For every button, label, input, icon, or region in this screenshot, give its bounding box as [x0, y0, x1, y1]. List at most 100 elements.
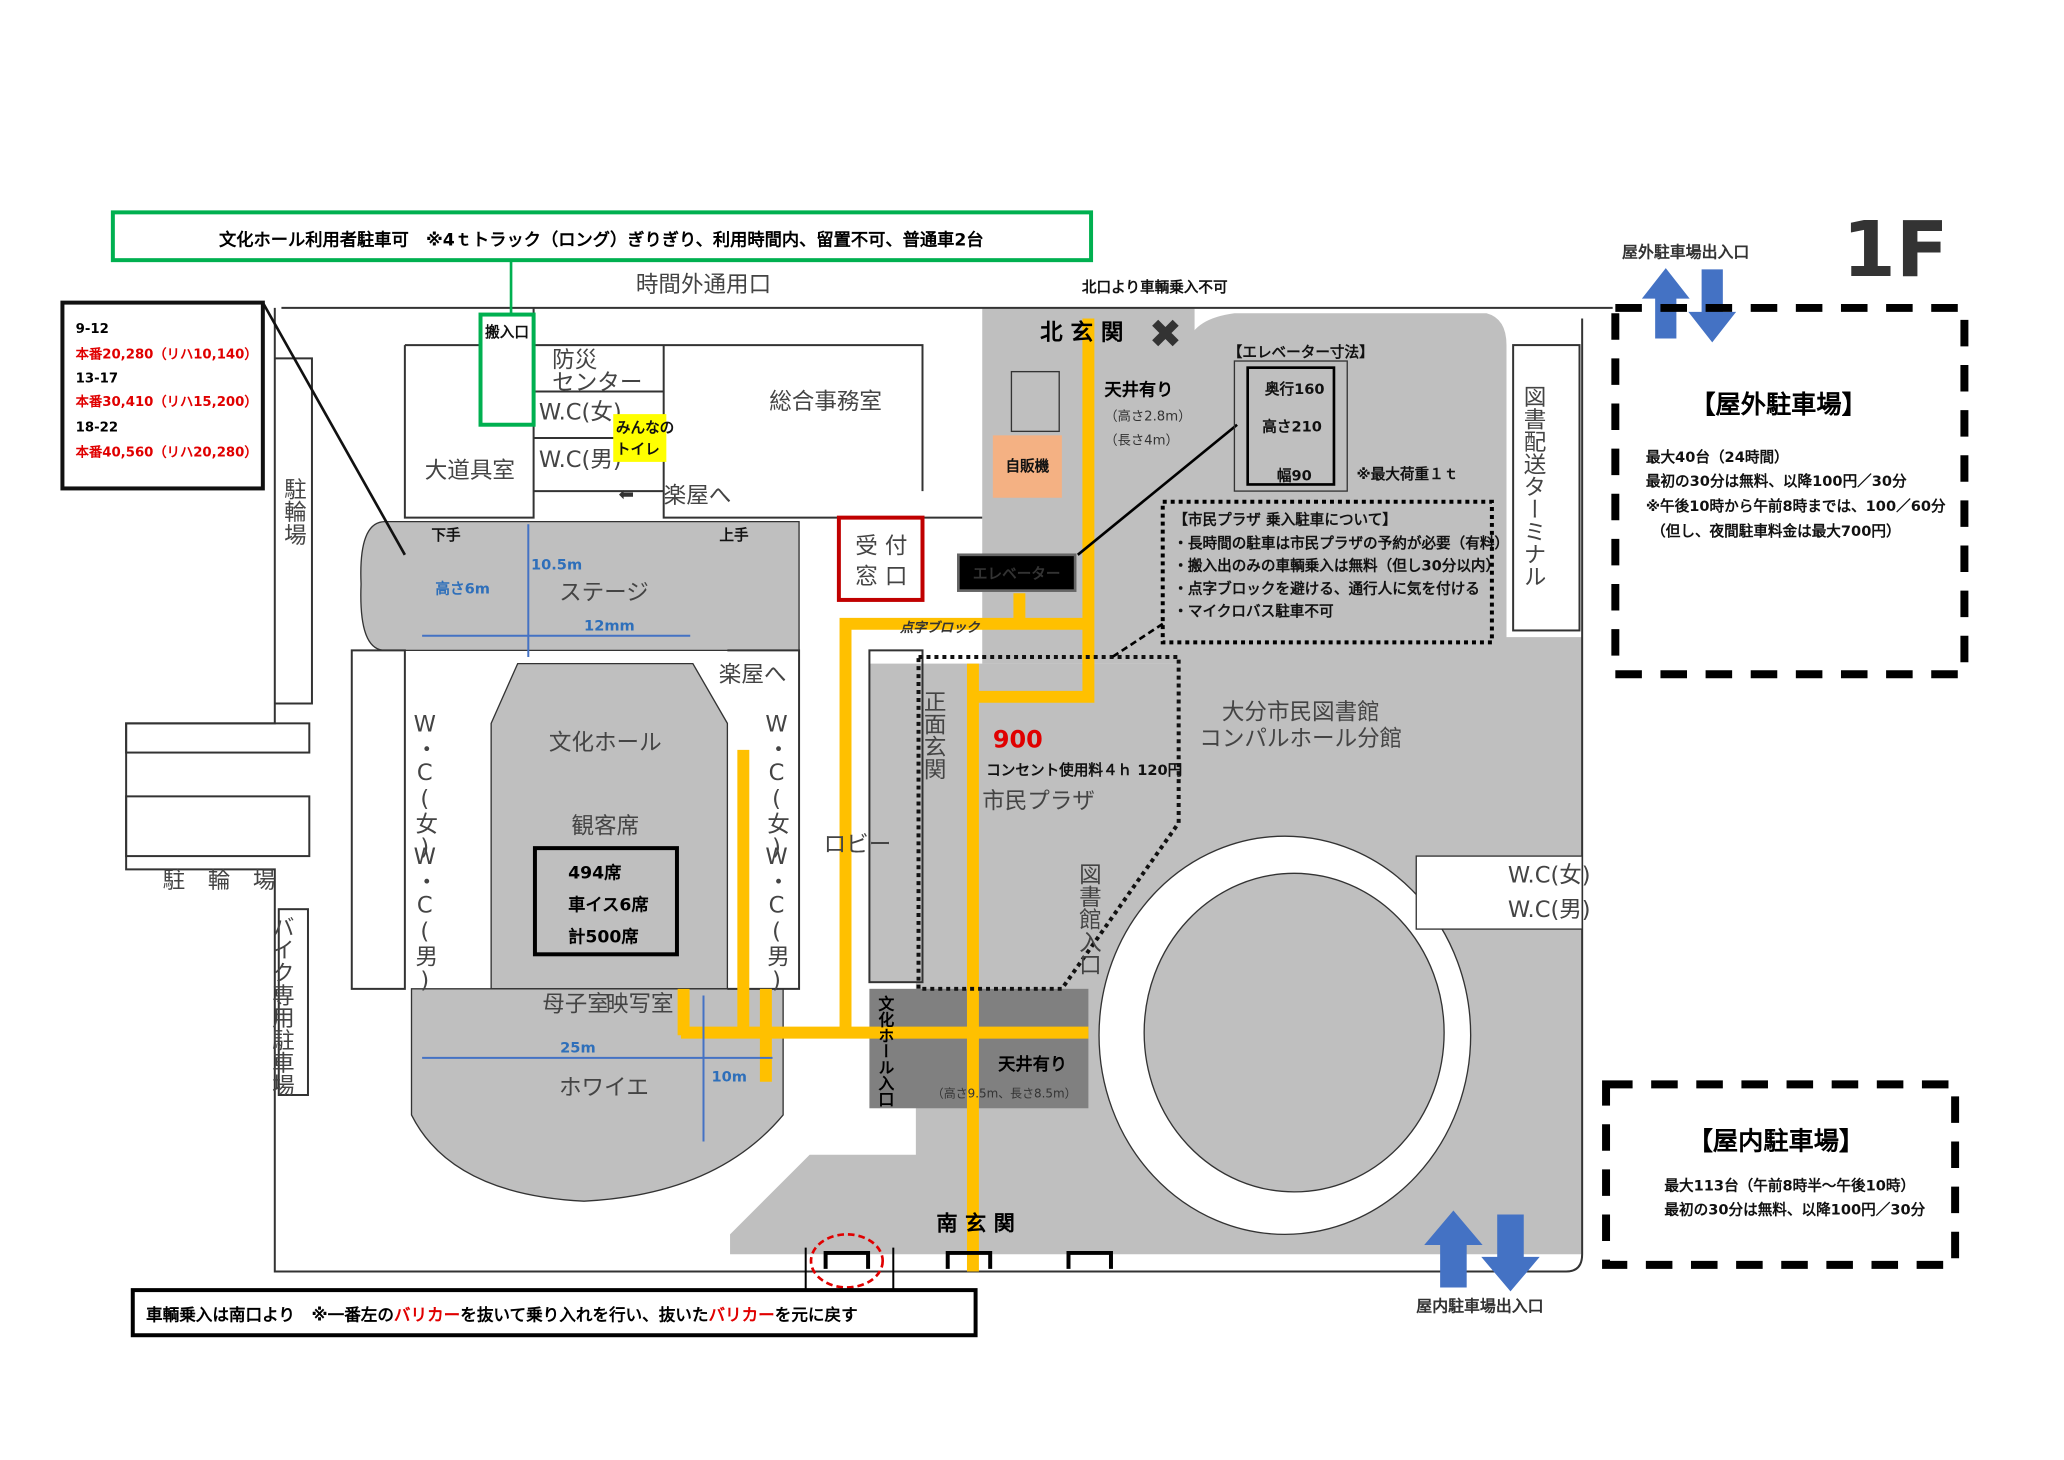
- pricing-box: [60, 300, 265, 491]
- entry-arrows: [804, 1247, 895, 1291]
- front-entrance-label: 正面玄関: [920, 690, 946, 781]
- hall-entrance-label: 文化ホール入口: [876, 994, 895, 1107]
- indoor-parking-entrance-label: 屋内駐車場出入口: [1416, 1296, 1543, 1315]
- everyone-toilet-highlight: [613, 414, 667, 462]
- reception-label: 窓 口: [855, 564, 907, 590]
- outdoor-parking-line: ※午後10時から午前8時までは、100／60分: [1646, 497, 1946, 515]
- foyer-label: ホワイエ: [559, 1075, 649, 1101]
- south-ceiling-size: （高さ9.5m、長さ8.5m）: [932, 1086, 1077, 1101]
- stage-dimension-lines: [422, 524, 691, 657]
- bike-rack-2: [125, 795, 311, 858]
- north-ceiling-height: （高さ2.8m）: [1104, 408, 1191, 425]
- pricing-time: 13-17: [76, 371, 118, 386]
- outlet-fee: コンセント使用料４ｈ 120円: [986, 761, 1182, 779]
- top-notice-text: 文化ホール利用者駐車可 ※4ｔトラック（ロング）ぎりぎり、利用時間内、留置不可、…: [219, 230, 984, 251]
- outdoor-parking-line: 最初の30分は無料、以降100円／30分: [1646, 472, 1907, 490]
- elevator-width: 幅90: [1277, 466, 1312, 484]
- hall-wc-male-right: W・C(男): [764, 844, 790, 993]
- motorbike-parking-label: バイク専用駐車場: [268, 916, 294, 1097]
- stage-label: ステージ: [559, 580, 649, 606]
- elevator-height: 高さ210: [1262, 417, 1322, 435]
- north-entrance-label: 北 玄 関: [1040, 319, 1123, 346]
- lobby-doors: [868, 649, 924, 984]
- plaza-note-item: ・点字ブロックを避ける、通行人に気を付ける: [1173, 579, 1479, 597]
- hall-label: 文化ホール: [549, 730, 662, 756]
- pricing-price: 本番40,560（リハ20,280）: [76, 444, 258, 461]
- braille-path: [677, 318, 1095, 1272]
- to-dressing-label: 楽屋へ: [664, 483, 732, 509]
- library-terminal-label: 図書配送ターミナル: [1520, 385, 1546, 588]
- seats-label: 観客席: [571, 814, 639, 840]
- floor-label: 1F: [1842, 206, 1948, 295]
- notice-part: を抜いて乗り入れを行い、抜いた: [460, 1305, 708, 1325]
- stairs-icon: [1010, 370, 1060, 433]
- braille-block-label: 点字ブロック: [899, 620, 981, 636]
- library-label: 大分市民図書館: [1222, 699, 1380, 725]
- north-no-vehicle-note: 北口より車輌乗入不可: [1082, 278, 1228, 296]
- reception-label: 受 付: [855, 533, 907, 559]
- down-arrow-icon: [1481, 1214, 1540, 1292]
- elevator-box: [957, 553, 1077, 592]
- bottom-notice-box: [130, 1288, 978, 1338]
- large-props-room-label: 大道具室: [425, 458, 515, 484]
- plaza-note-item: ・長時間の駐車は市民プラザの予約が必要（有料）: [1173, 534, 1509, 552]
- bottom-notice-text: 車輌乗入は南口より ※一番左のバリカーを抜いて乗り入れを行い、抜いたバリカーを元…: [146, 1305, 858, 1325]
- elevator-max-load: ※最大荷重１ｔ: [1357, 465, 1459, 483]
- stage-right-label: 上手: [719, 526, 749, 544]
- loading-entrance-label: 搬入口: [485, 323, 529, 341]
- outdoor-parking-entrance-label: 屋外駐車場出入口: [1622, 242, 1749, 261]
- indoor-parking-title: 【屋内駐車場】: [1688, 1126, 1864, 1155]
- plaza-notes-title: 【市民プラザ 乗入駐車について】: [1173, 510, 1397, 528]
- disaster-center-label: 防災: [552, 348, 597, 374]
- outdoor-parking-box: [1611, 303, 1969, 679]
- hall-wc-male-left: W・C(男): [412, 844, 438, 993]
- left-arrow-icon: ⬅: [619, 484, 635, 505]
- loading-entrance-box: [478, 312, 536, 427]
- outdoor-parking-line: （但し、夜間駐車料金は最大700円）: [1651, 522, 1900, 540]
- mother-child-room-label: 母子室: [542, 991, 610, 1017]
- south-entrance-label: 南 玄 関: [936, 1210, 1014, 1236]
- library-circle: [1143, 872, 1445, 1193]
- up-arrow-icon: [1424, 1210, 1483, 1288]
- no-entry-x-icon: ✖: [1149, 312, 1182, 358]
- foyer-width-label: 25m: [560, 1040, 596, 1057]
- bike-rack-1: [125, 722, 311, 754]
- pricing-price: 本番30,410（リハ15,200）: [76, 393, 258, 410]
- braille-block-paths: [677, 318, 1095, 1272]
- outdoor-parking-title: 【屋外駐車場】: [1690, 390, 1866, 419]
- elevator-dims-inner: [1246, 366, 1336, 486]
- to-dressing-hall-label: 楽屋へ: [719, 662, 787, 688]
- indoor-parking-box: [1602, 1080, 1960, 1269]
- north-ceiling-length: （長さ4m）: [1104, 433, 1178, 449]
- after-hours-entrance-label: 時間外通用口: [636, 272, 771, 298]
- everyone-toilet-label: トイレ: [616, 441, 660, 458]
- seats-box: [532, 846, 679, 957]
- south-ceiling-title: 天井有り: [998, 1054, 1067, 1075]
- stage-height-label: 高さ6m: [435, 579, 490, 597]
- hall-wc-female-right: W・C(女): [764, 711, 790, 860]
- pricing-time: 18-22: [76, 420, 118, 435]
- disaster-center-label: センター: [552, 370, 642, 396]
- foyer-dimension-lines: [422, 995, 773, 1142]
- library-entrance-label: 図書館入口: [1075, 863, 1101, 976]
- elevator-dims-outer: [1233, 360, 1348, 492]
- elevator-label: エレベーター: [973, 566, 1061, 583]
- notice-part: を元に戻す: [775, 1305, 858, 1325]
- walls: [125, 306, 1613, 1273]
- total-seats: 計500席: [568, 926, 639, 947]
- indoor-parking-line: 最大113台（午前8時半～午後10時）: [1664, 1177, 1915, 1195]
- plaza-note-item: ・搬入出のみの車輌乗入は無料（但し30分以内）: [1173, 557, 1500, 575]
- pricing-time: 9-12: [76, 322, 109, 337]
- pricing-price: 本番20,280（リハ10,140）: [76, 345, 258, 362]
- bollards: [804, 1233, 1113, 1291]
- notice-barricade: バリカー: [394, 1306, 460, 1325]
- indoor-parking-line: 最初の30分は無料、以降100円／30分: [1664, 1200, 1925, 1218]
- library-wc-female: W.C(女): [1508, 863, 1591, 889]
- foyer-depth-label: 10m: [711, 1069, 747, 1086]
- stage-left-label: 下手: [431, 526, 461, 544]
- library-wc-male: W.C(男): [1508, 897, 1591, 923]
- reception-window: [836, 515, 925, 602]
- vending-machine: [992, 435, 1062, 498]
